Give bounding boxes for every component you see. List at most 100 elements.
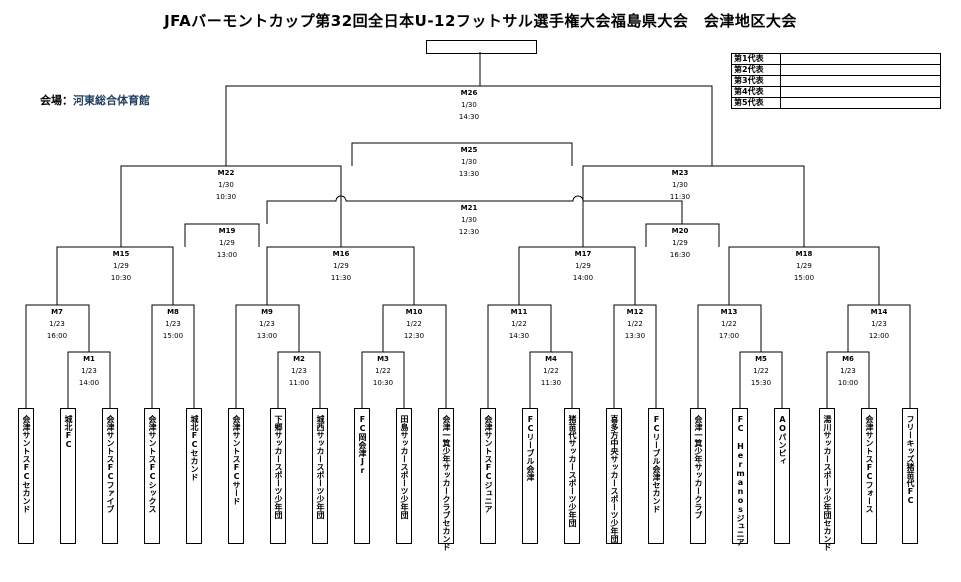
match-m16: M16 1/29 11:30	[306, 248, 376, 284]
match-date: 1/23	[291, 367, 307, 375]
match-id: M19	[218, 227, 236, 235]
match-date: 1/22	[543, 367, 559, 375]
team-box: 会津サントスFCセカンド	[18, 408, 34, 544]
match-id: M9	[261, 308, 273, 316]
match-id: M15	[112, 250, 130, 258]
match-id: M4	[545, 355, 557, 363]
match-m4: M4 1/22 11:30	[516, 353, 586, 389]
match-date: 1/22	[721, 320, 737, 328]
team-name: FCリーブル会津セカンド	[652, 415, 661, 513]
match-time: 11:30	[540, 379, 562, 387]
team-name: 会津サントスFCジュニア	[484, 415, 493, 513]
match-date: 1/30	[218, 181, 234, 189]
rep-row: 第1代表	[731, 53, 941, 65]
match-time: 17:00	[718, 332, 740, 340]
match-time: 12:00	[868, 332, 890, 340]
team-name: 会津サントスFCシックス	[148, 415, 157, 513]
team-box: フリーキッズ猪苗代FC	[902, 408, 918, 544]
match-id: M7	[51, 308, 63, 316]
match-id: M25	[460, 146, 478, 154]
team-name: 城北FCセカンド	[190, 415, 199, 481]
match-time: 14:30	[508, 332, 530, 340]
match-id: M5	[755, 355, 767, 363]
team-box: 会津一箕少年サッカークラブ	[690, 408, 706, 544]
match-id: M22	[217, 169, 235, 177]
match-date: 1/22	[627, 320, 643, 328]
team-box: 会津サントスFCジュニア	[480, 408, 496, 544]
match-date: 1/23	[165, 320, 181, 328]
match-time: 10:30	[215, 193, 237, 201]
match-date: 1/29	[333, 262, 349, 270]
team-box: 会津一箕少年サッカークラブセカンド	[438, 408, 454, 551]
team-box: 城北FCセカンド	[186, 408, 202, 544]
match-date: 1/23	[259, 320, 275, 328]
team-box: FCリーブル会津	[522, 408, 538, 544]
match-id: M1	[83, 355, 95, 363]
match-id: M20	[671, 227, 689, 235]
match-time: 13:30	[458, 170, 480, 178]
match-id: M17	[574, 250, 592, 258]
team-box: 会津サントスFCフォース	[861, 408, 877, 544]
team-name: FCリーブル会津	[526, 415, 535, 481]
match-id: M16	[332, 250, 350, 258]
match-id: M12	[626, 308, 644, 316]
champion-box	[426, 40, 537, 54]
match-id: M8	[167, 308, 179, 316]
team-box: 下郷サッカースポーツ少年団	[270, 408, 286, 544]
team-name: 下郷サッカースポーツ少年団	[274, 415, 283, 519]
match-date: 1/22	[406, 320, 422, 328]
match-time: 13:00	[216, 251, 238, 259]
team-name: 会津サントスFCフォース	[865, 415, 874, 513]
team-box: 会津サントスFCファイブ	[102, 408, 118, 544]
match-date: 1/30	[672, 181, 688, 189]
match-time: 10:00	[837, 379, 859, 387]
match-date: 1/30	[461, 216, 477, 224]
team-box: 喜多方中央サッカースポーツ少年団	[606, 408, 622, 544]
team-box: 会津サントスFCシックス	[144, 408, 160, 544]
match-id: M14	[870, 308, 888, 316]
venue-name: 河東総合体育館	[73, 94, 150, 107]
match-date: 1/23	[49, 320, 65, 328]
match-id: M2	[293, 355, 305, 363]
match-date: 1/30	[461, 158, 477, 166]
match-id: M18	[795, 250, 813, 258]
match-id: M23	[671, 169, 689, 177]
venue-prefix: 会場：	[40, 94, 73, 107]
team-name: フリーキッズ猪苗代FC	[906, 415, 915, 505]
team-name: FC Hermanosジュニア	[736, 415, 745, 546]
team-name: 会津一箕少年サッカークラブセカンド	[442, 415, 451, 551]
team-name: 会津サントスFCサード	[232, 415, 241, 505]
team-box: 猪苗代サッカースポーツ少年団	[564, 408, 580, 544]
match-time: 12:30	[403, 332, 425, 340]
team-name: 会津サントスFCセカンド	[22, 415, 31, 513]
match-time: 14:30	[458, 113, 480, 121]
team-name: 猪苗代サッカースポーツ少年団	[568, 415, 577, 527]
match-id: M10	[405, 308, 423, 316]
match-time: 10:30	[372, 379, 394, 387]
match-time: 14:00	[572, 274, 594, 282]
team-name: 会津サントスFCファイブ	[106, 415, 115, 513]
match-time: 15:30	[750, 379, 772, 387]
match-m10: M10 1/22 12:30	[379, 306, 449, 342]
team-box: 城西サッカースポーツ少年団	[312, 408, 328, 544]
match-date: 1/23	[81, 367, 97, 375]
team-box: FC岡会津Jr	[354, 408, 370, 544]
team-name: 城北FC	[64, 415, 73, 449]
match-id: M6	[842, 355, 854, 363]
match-date: 1/29	[796, 262, 812, 270]
match-time: 11:30	[330, 274, 352, 282]
